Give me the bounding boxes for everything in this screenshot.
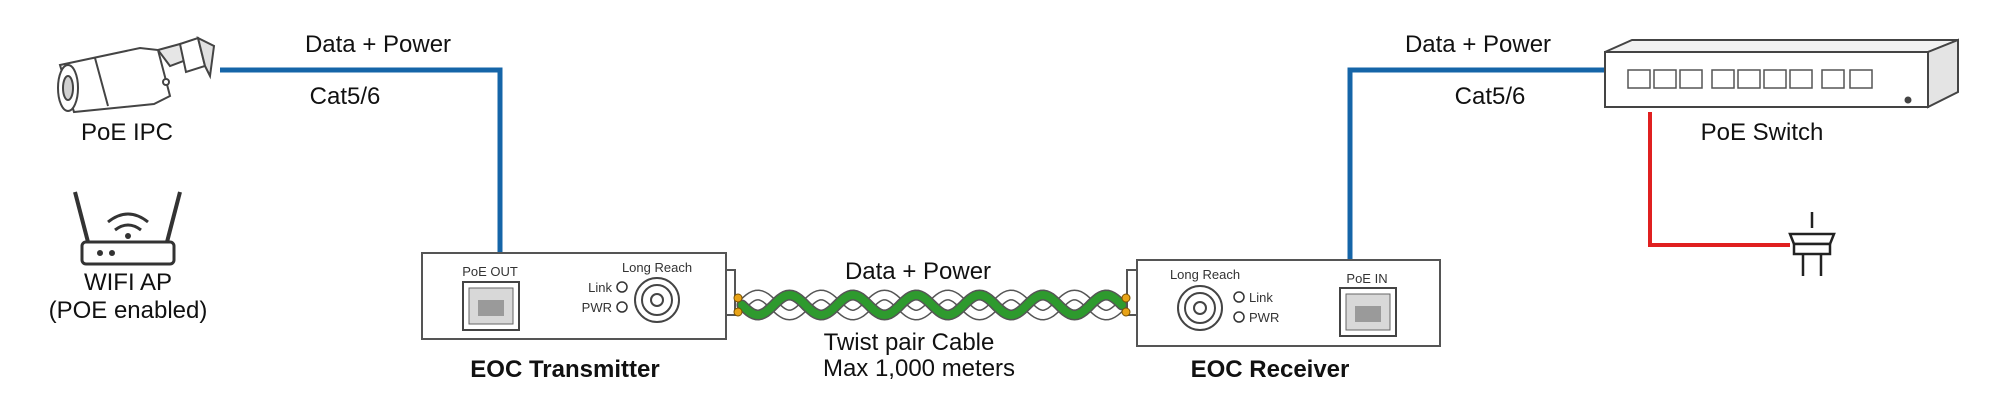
wifi-router-icon xyxy=(73,191,182,266)
switch-port xyxy=(1653,69,1677,89)
twist-green-wire xyxy=(738,290,1126,320)
eoc-receiver-device: Long Reach Link PWR PoE IN xyxy=(1126,259,1441,347)
transmitter-pwr-label: PWR xyxy=(582,300,612,315)
switch-label: PoE Switch xyxy=(1701,119,1824,146)
ipc-label: PoE IPC xyxy=(81,119,173,146)
rj45-port-icon xyxy=(462,281,520,331)
receiver-name: EOC Receiver xyxy=(1191,356,1350,383)
right-cat-cable xyxy=(1347,67,1605,262)
transmitter-port-label: PoE OUT xyxy=(462,264,518,279)
wire-tip xyxy=(1121,307,1131,317)
eoc-transmitter-device: PoE OUT Long Reach Link PWR xyxy=(421,252,736,340)
switch-power-cable xyxy=(1648,112,1790,247)
rj45-port-icon xyxy=(1339,287,1397,337)
switch-port xyxy=(1789,69,1813,89)
switch-port xyxy=(1679,69,1703,89)
receiver-pwr-label: PWR xyxy=(1249,310,1279,325)
bnc-connector-icon xyxy=(1177,285,1223,331)
left-link-top-label: Data + Power xyxy=(305,31,451,58)
wifi-label-line2: (POE enabled) xyxy=(49,297,208,324)
network-switch-icon xyxy=(1604,38,1959,109)
transmitter-link-label: Link xyxy=(588,280,612,295)
wire-tip xyxy=(1121,293,1131,303)
switch-port xyxy=(1821,69,1845,89)
twist-cable-label: Twist pair Cable xyxy=(824,329,995,356)
receiver-link-label: Link xyxy=(1249,290,1273,305)
switch-port xyxy=(1849,69,1873,89)
wifi-label-line1: WIFI AP xyxy=(84,269,172,296)
power-plug-icon xyxy=(1788,212,1836,276)
receiver-port-label: PoE IN xyxy=(1346,271,1387,286)
twist-length-label: Max 1,000 meters xyxy=(823,355,1015,382)
right-link-top-label: Data + Power xyxy=(1405,31,1551,58)
switch-port xyxy=(1711,69,1735,89)
twisted-pair-cable xyxy=(733,289,1131,321)
wire-tip xyxy=(733,307,743,317)
receiver-bnc-label: Long Reach xyxy=(1170,267,1240,282)
wire-tip xyxy=(733,293,743,303)
transmitter-pwr-led xyxy=(616,301,628,313)
bnc-connector-icon xyxy=(634,277,680,323)
switch-port xyxy=(1627,69,1651,89)
transmitter-bnc-label: Long Reach xyxy=(622,260,692,275)
transmitter-link-led xyxy=(616,281,628,293)
right-link-bottom-label: Cat5/6 xyxy=(1455,83,1526,110)
left-cat-cable xyxy=(220,67,503,262)
transmitter-name: EOC Transmitter xyxy=(470,356,659,383)
bullet-camera-icon xyxy=(57,36,216,114)
switch-port xyxy=(1737,69,1761,89)
receiver-pwr-led xyxy=(1233,311,1245,323)
twist-top-label: Data + Power xyxy=(845,258,991,285)
left-link-bottom-label: Cat5/6 xyxy=(310,83,381,110)
receiver-link-led xyxy=(1233,291,1245,303)
switch-port xyxy=(1763,69,1787,89)
